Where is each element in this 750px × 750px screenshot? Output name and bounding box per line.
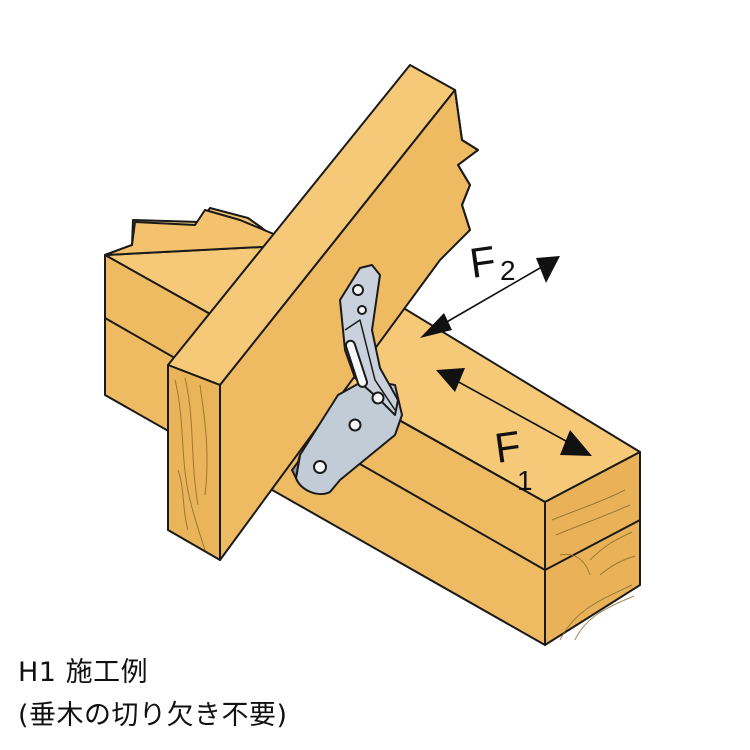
caption-title: H1 施工例 <box>18 657 149 688</box>
bracket-hole <box>348 418 362 432</box>
force-f2-subscript: 2 <box>500 255 516 286</box>
rafter-broken-end <box>454 89 479 231</box>
caption-note: (垂木の切り欠き不要) <box>18 700 288 731</box>
beam-end-face <box>544 451 641 646</box>
bracket-fold <box>344 319 396 411</box>
beam-end-grain <box>551 489 636 641</box>
bracket-lower-edge <box>291 454 301 479</box>
rafter-end-grain <box>174 377 208 551</box>
force-f2-label: F <box>467 237 499 287</box>
bracket-upper-flange <box>339 264 399 416</box>
bracket-hole <box>371 391 385 405</box>
bracket-hole <box>352 284 364 296</box>
force-f2-arrow <box>420 256 560 338</box>
force-f1-arrow <box>436 368 592 456</box>
bracket-hole <box>357 305 367 315</box>
bracket-hole <box>313 460 327 474</box>
h1-bracket <box>291 264 403 496</box>
force-f1-subscript: 1 <box>517 465 533 496</box>
rafter-end-face <box>167 364 221 561</box>
beam-end-lamination <box>544 519 641 571</box>
bracket-slot <box>344 339 369 388</box>
